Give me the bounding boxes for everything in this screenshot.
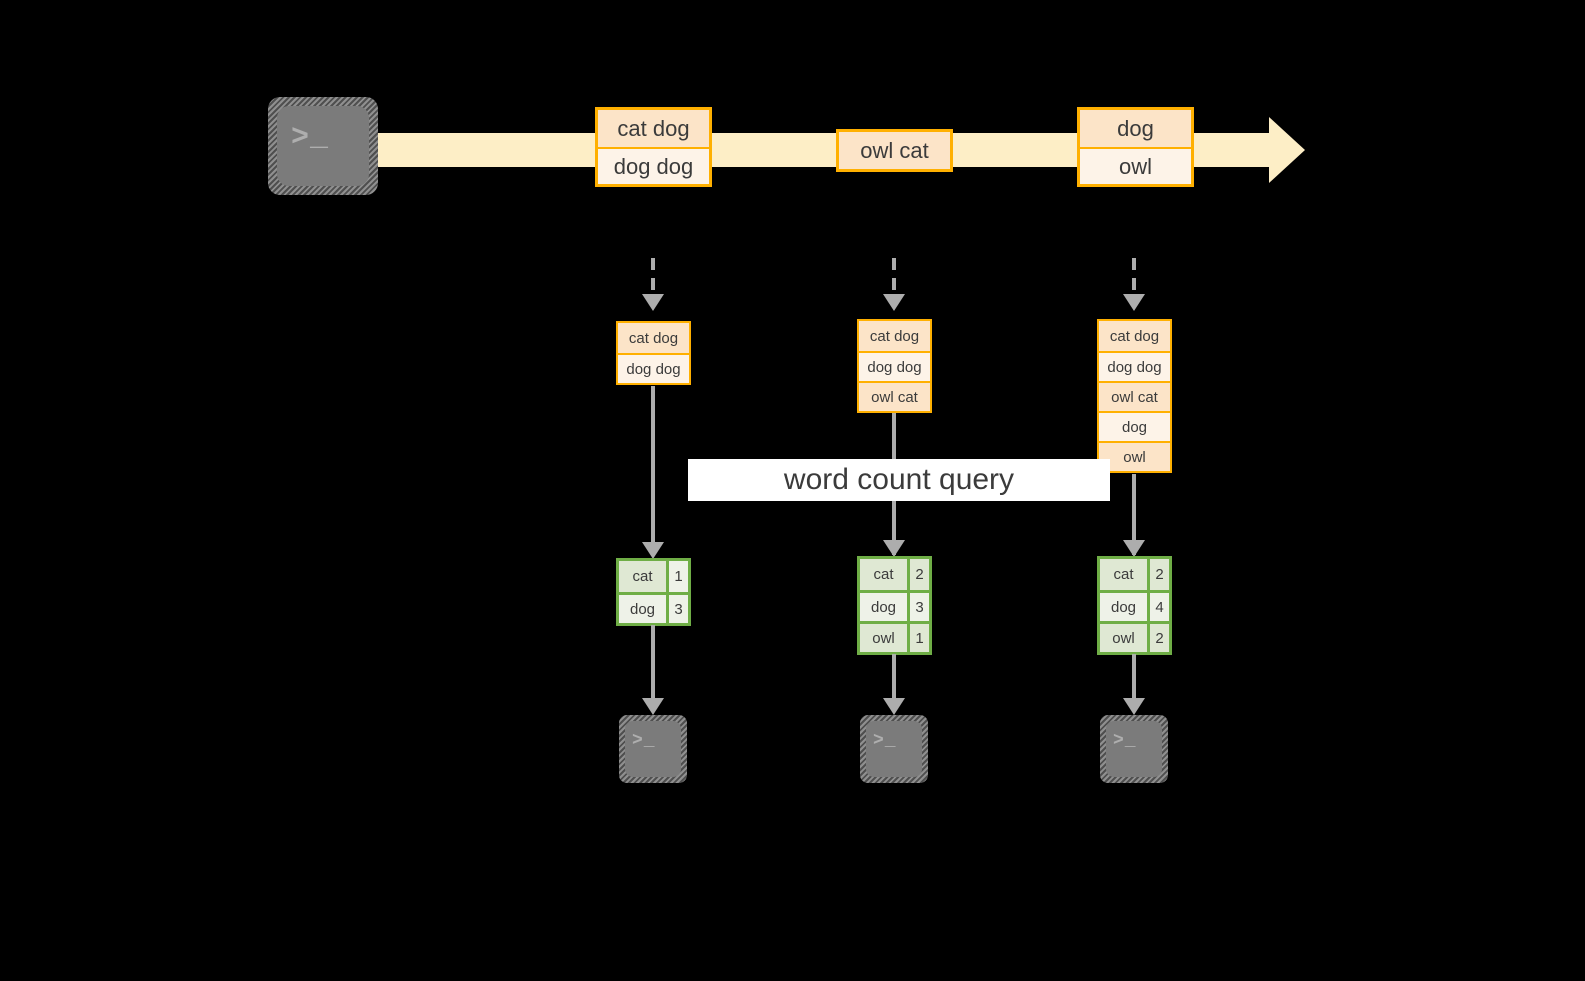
snapshot-2-input-line-3: owl cat [859,381,930,411]
snapshot-1-query-arrow-head [642,542,664,559]
terminal-prompt-glyph: >_ [632,731,656,751]
snapshot-3-dashed-arrow-head [1123,294,1145,311]
snapshot-2-input-line-1: cat dog [859,321,930,351]
table-row: cat 1 [619,561,688,592]
snapshot-2-dashed-arrow-head [883,294,905,311]
result-count: 1 [907,624,929,652]
result-count: 2 [1147,624,1169,652]
result-word: dog [619,595,666,623]
snapshot-3-sink-terminal-icon[interactable]: >_ [1100,715,1168,783]
snapshot-3-dashed-connector [1132,258,1136,296]
snapshot-2-query-arrow-head [883,540,905,557]
result-word: owl [1100,624,1147,652]
snapshot-1-query-connector [651,386,655,556]
table-row: owl 2 [1100,621,1169,652]
result-word: dog [860,593,907,621]
result-word: owl [860,624,907,652]
snapshot-1-sink-terminal-icon[interactable]: >_ [619,715,687,783]
snapshot-1-sink-arrow-head [642,698,664,715]
result-count: 3 [907,593,929,621]
snapshot-1-input: cat dog dog dog [616,321,691,385]
snapshot-2-dashed-connector [892,258,896,296]
stream-event-3-line-2: owl [1080,147,1191,184]
snapshot-1-dashed-connector [651,258,655,296]
snapshot-3-result-table: cat 2 dog 4 owl 2 [1097,556,1172,655]
result-count: 4 [1147,593,1169,621]
snapshot-2-input-line-2: dog dog [859,351,930,381]
result-word: cat [619,561,666,592]
stream-event-1-line-2: dog dog [598,147,709,184]
snapshot-3-sink-connector [1132,654,1136,703]
terminal-prompt-glyph: >_ [291,121,330,155]
snapshot-2-sink-terminal-icon[interactable]: >_ [860,715,928,783]
result-count: 3 [666,595,688,623]
terminal-body [625,721,681,777]
result-count: 2 [1147,559,1169,590]
snapshot-3-input-line-1: cat dog [1099,321,1170,351]
table-row: owl 1 [860,621,929,652]
result-count: 2 [907,559,929,590]
terminal-body [277,106,369,186]
snapshot-3-input-line-3: owl cat [1099,381,1170,411]
stream-event-1-line-1: cat dog [598,110,709,147]
stream-event-2: owl cat [836,129,953,172]
stream-event-3: dog owl [1077,107,1194,187]
snapshot-2-sink-connector [892,654,896,703]
stream-event-3-line-1: dog [1080,110,1191,147]
snapshot-1-result-table: cat 1 dog 3 [616,558,691,626]
table-row: dog 3 [860,590,929,621]
query-label: word count query [783,463,1015,496]
snapshot-2-result-table: cat 2 dog 3 owl 1 [857,556,932,655]
snapshot-2-sink-arrow-head [883,698,905,715]
snapshot-1-dashed-arrow-head [642,294,664,311]
snapshot-3-sink-arrow-head [1123,698,1145,715]
snapshot-3-query-connector [1132,474,1136,555]
snapshot-3-input-line-2: dog dog [1099,351,1170,381]
snapshot-3-input: cat dog dog dog owl cat dog owl [1097,319,1172,473]
result-word: dog [1100,593,1147,621]
source-terminal-icon[interactable]: >_ [268,97,378,195]
snapshot-1-sink-connector [651,625,655,703]
snapshot-1-input-line-2: dog dog [618,353,689,383]
stream-event-2-line-1: owl cat [839,132,950,169]
snapshot-1-input-line-1: cat dog [618,323,689,353]
table-row: cat 2 [1100,559,1169,590]
result-word: cat [860,559,907,590]
terminal-body [866,721,922,777]
stream-arrow-head [1269,117,1305,183]
snapshot-2-input: cat dog dog dog owl cat [857,319,932,413]
terminal-body [1106,721,1162,777]
terminal-prompt-glyph: >_ [1113,731,1137,751]
result-word: cat [1100,559,1147,590]
query-label-band: word count query [688,459,1110,501]
terminal-prompt-glyph: >_ [873,731,897,751]
table-row: dog 3 [619,592,688,623]
result-count: 1 [666,561,688,592]
table-row: dog 4 [1100,590,1169,621]
snapshot-3-input-line-4: dog [1099,411,1170,441]
snapshot-3-query-arrow-head [1123,540,1145,557]
snapshot-3-input-line-5: owl [1099,441,1170,471]
stream-event-1: cat dog dog dog [595,107,712,187]
table-row: cat 2 [860,559,929,590]
